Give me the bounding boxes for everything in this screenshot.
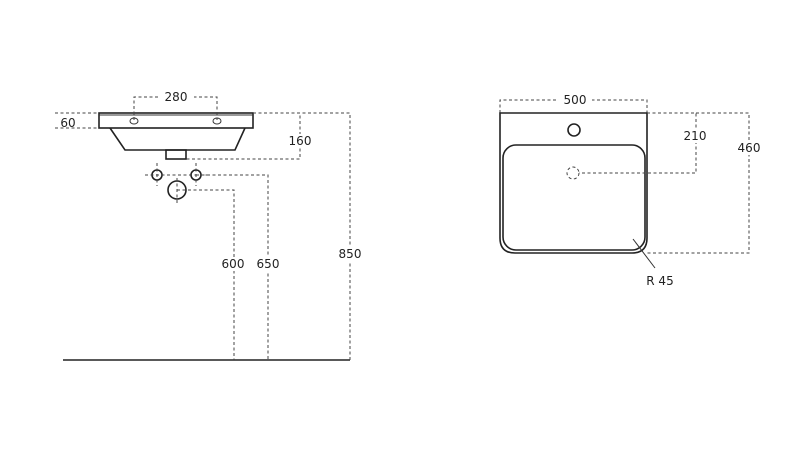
dim-supply-height-label: 650 xyxy=(257,257,280,271)
width-dimension-line xyxy=(499,99,648,113)
drain-outline xyxy=(165,149,187,160)
radius-leader-line xyxy=(632,238,656,269)
waste-height-dimension-line xyxy=(177,189,235,360)
tap-hole xyxy=(567,123,581,137)
basin-outline xyxy=(499,112,648,254)
top-view: 500 210 460 R 45 xyxy=(499,92,763,288)
tap-hole-right xyxy=(212,117,222,125)
drain-depth-dimension-line xyxy=(186,112,301,160)
dim-hole-spacing-label: 280 xyxy=(165,90,188,104)
tap-hole-left xyxy=(129,117,139,125)
dim-radius-label: R 45 xyxy=(646,274,673,288)
bowl-inner-outline xyxy=(502,144,646,251)
dim-drain-offset-label: 210 xyxy=(684,129,707,143)
dim-total-height-label: 850 xyxy=(339,247,362,261)
dim-width-label: 500 xyxy=(564,93,587,107)
side-view: 280 60 160 600 650 850 xyxy=(55,89,364,361)
drain-hole xyxy=(566,166,580,180)
hole-spacing-dimension-line xyxy=(133,96,218,120)
supply-height-dimension-line xyxy=(196,174,269,360)
drain-offset-dimension-line xyxy=(579,112,697,174)
countertop-outline xyxy=(98,112,254,129)
dim-waste-height-label: 600 xyxy=(222,257,245,271)
depth-dimension-line xyxy=(645,112,750,254)
dim-depth-label: 460 xyxy=(738,141,761,155)
bowl-outline xyxy=(109,127,246,151)
dim-drain-depth-label: 160 xyxy=(289,134,312,148)
dim-counter-thickness-label: 60 xyxy=(60,116,75,130)
